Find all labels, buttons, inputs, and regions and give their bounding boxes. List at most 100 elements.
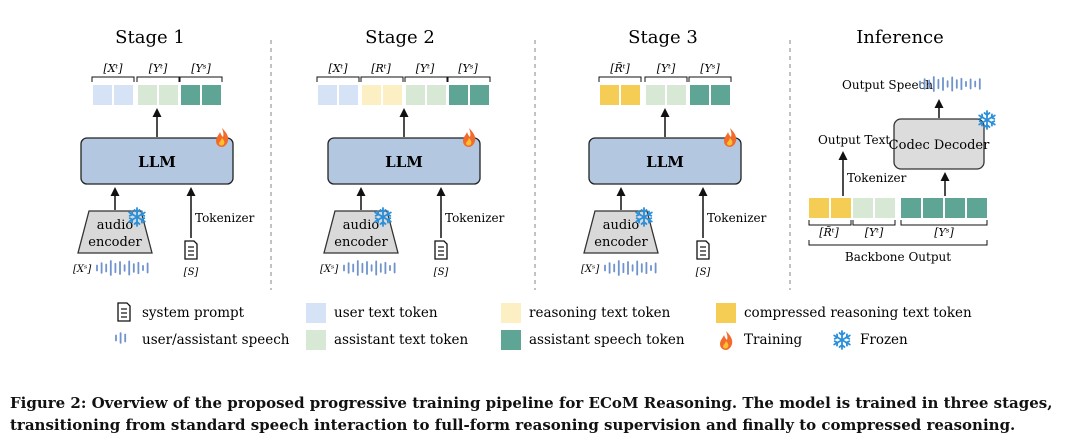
assistant-text-token <box>646 85 665 105</box>
encoder-label: audio <box>603 218 640 233</box>
token-group-label: [Rᵗ] <box>371 62 391 75</box>
legend-swatch-assistant-text <box>306 330 326 350</box>
snowflake-icon <box>833 330 851 350</box>
reasoning-text-token <box>383 85 402 105</box>
legend-reasoning-text-token: reasoning text token <box>529 305 671 321</box>
user-text-token <box>114 85 133 105</box>
legend-swatch-speech-token <box>501 330 521 350</box>
assistant-speech-token <box>711 85 730 105</box>
compressed-reasoning-token <box>831 198 851 218</box>
token-group-label: [Yᵗ] <box>149 62 168 75</box>
token-group-label: [Xᵗ] <box>328 62 348 75</box>
llm-box <box>588 137 742 185</box>
backbone-output-label: Backbone Output <box>845 250 951 264</box>
figure-caption: Figure 2: Overview of the proposed progr… <box>10 394 1053 434</box>
token-group-label: [R̃ᵗ] <box>819 226 839 239</box>
token-group-label: [Yˢ] <box>191 62 211 75</box>
compressed-reasoning-token <box>621 85 640 105</box>
compressed-reasoning-token <box>600 85 619 105</box>
stage-3-panel: Stage 3 [R̃ᵗ] [Yᵗ] [Yˢ] LLM audio encode… <box>581 27 767 278</box>
prompt-input-label: [S] <box>184 267 199 278</box>
training-pipeline-diagram: Stage 1 [Xᵗ] [Yᵗ] [Yˢ] LLM audio encoder… <box>73 27 996 350</box>
stage-title: Stage 3 <box>628 27 698 48</box>
speech-input-label: [Xˢ] <box>73 264 91 275</box>
assistant-text-token <box>853 198 873 218</box>
llm-label: LLM <box>385 153 423 171</box>
assistant-speech-token <box>449 85 468 105</box>
token-bracket <box>808 220 988 226</box>
assistant-speech-token <box>923 198 943 218</box>
compressed-reasoning-token <box>809 198 829 218</box>
legend-swatch-user-text <box>306 303 326 323</box>
tokenizer-label: Tokenizer <box>707 211 767 225</box>
assistant-speech-token <box>470 85 489 105</box>
prompt-input-label: [S] <box>434 267 449 278</box>
waveform-icon <box>919 76 981 92</box>
stage-title: Stage 1 <box>115 27 185 48</box>
legend-user-text-token: user text token <box>334 305 438 321</box>
tokenizer-label: Tokenizer <box>847 171 907 185</box>
legend-system-prompt: system prompt <box>142 305 245 321</box>
assistant-speech-token <box>901 198 921 218</box>
token-group-label: [R̃ᵗ] <box>610 62 630 75</box>
encoder-label: encoder <box>594 235 648 250</box>
tokenizer-label: Tokenizer <box>445 211 505 225</box>
document-icon <box>434 240 448 260</box>
llm-box <box>327 137 481 185</box>
waveform-icon <box>115 332 127 344</box>
flame-icon <box>720 331 733 350</box>
token-bracket <box>91 76 223 82</box>
audio-encoder <box>77 210 153 254</box>
assistant-speech-token <box>967 198 987 218</box>
token-group-label: [Yᵗ] <box>865 226 884 239</box>
reasoning-text-token <box>362 85 381 105</box>
token-group-label: [Yᵗ] <box>416 62 435 75</box>
document-icon <box>696 240 710 260</box>
inference-title: Inference <box>856 27 944 48</box>
assistant-text-token <box>406 85 425 105</box>
waveform-icon <box>96 260 149 276</box>
legend-assistant-speech-token: assistant speech token <box>529 332 685 348</box>
stage-title: Stage 2 <box>365 27 435 48</box>
backbone-bracket <box>808 240 988 246</box>
speech-input-label: [Xˢ] <box>581 264 599 275</box>
user-text-token <box>318 85 337 105</box>
tokenizer-label: Tokenizer <box>195 211 255 225</box>
flame-icon <box>463 128 476 147</box>
assistant-speech-token <box>690 85 709 105</box>
assistant-text-token <box>427 85 446 105</box>
inference-panel: Inference Output Speech Codec Decoder Ou… <box>808 27 996 264</box>
legend: system prompt user/assistant speech user… <box>115 302 972 350</box>
output-speech-label: Output Speech <box>842 78 933 92</box>
stage-1-panel: Stage 1 [Xᵗ] [Yᵗ] [Yˢ] LLM audio encoder… <box>73 27 255 278</box>
token-group-label: [Yᵗ] <box>657 62 676 75</box>
waveform-icon <box>604 260 657 276</box>
assistant-text-token <box>875 198 895 218</box>
waveform-icon <box>343 260 396 276</box>
token-bracket <box>598 76 732 82</box>
assistant-speech-token <box>181 85 200 105</box>
stage-2-panel: Stage 2 [Xᵗ] [Rᵗ] [Yᵗ] [Yˢ] LLM audio en… <box>316 27 505 278</box>
assistant-speech-token <box>945 198 965 218</box>
llm-label: LLM <box>646 153 684 171</box>
llm-label: LLM <box>138 153 176 171</box>
encoder-label: audio <box>97 218 134 233</box>
token-group-label: [Yˢ] <box>934 226 954 239</box>
user-text-token <box>339 85 358 105</box>
legend-speech: user/assistant speech <box>142 332 290 348</box>
encoder-label: encoder <box>334 235 388 250</box>
token-group-label: [Yˢ] <box>458 62 478 75</box>
assistant-speech-token <box>202 85 221 105</box>
user-text-token <box>93 85 112 105</box>
token-group-label: [Yˢ] <box>700 62 720 75</box>
document-icon <box>184 240 198 260</box>
assistant-text-token <box>667 85 686 105</box>
codec-decoder-box <box>893 118 985 170</box>
legend-assistant-text-token: assistant text token <box>334 332 469 348</box>
legend-swatch-compressed-reasoning <box>716 303 736 323</box>
flame-icon <box>216 128 229 147</box>
output-text-label: Output Text <box>818 133 890 147</box>
token-bracket <box>316 76 491 82</box>
legend-compressed-reasoning-text-token: compressed reasoning text token <box>744 305 972 321</box>
encoder-label: audio <box>343 218 380 233</box>
